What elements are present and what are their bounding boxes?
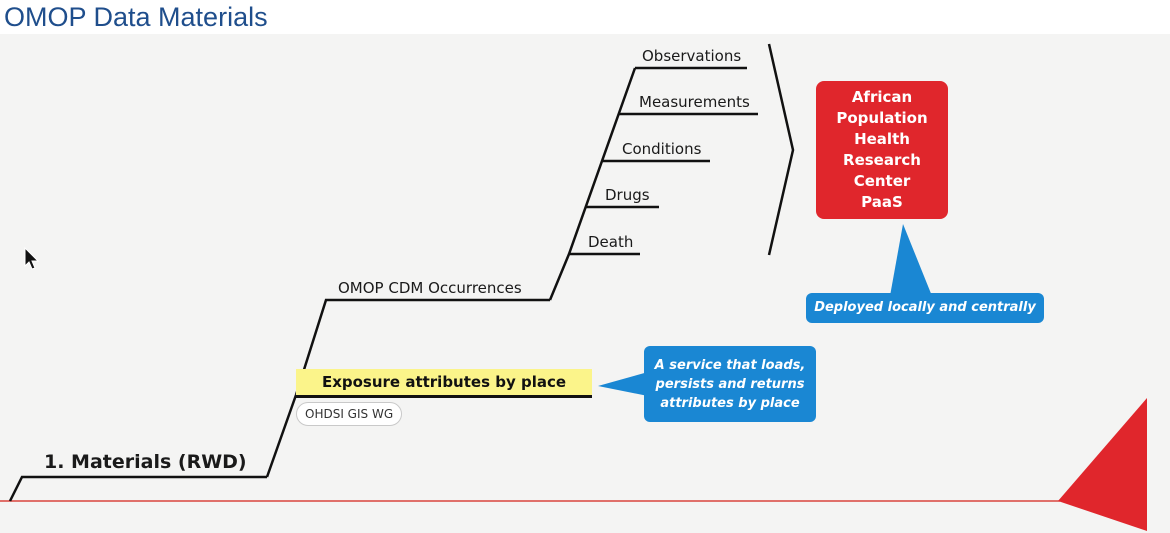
- drugs-label: Drugs: [605, 186, 650, 204]
- exposure-node: Exposure attributes by place: [296, 369, 592, 398]
- summary-line: Center: [853, 172, 911, 190]
- service-callout-line: attributes by place: [660, 395, 800, 411]
- deploy-callout: Deployed locally and centrally: [806, 293, 1044, 323]
- occurrences-label: OMOP CDM Occurrences: [338, 279, 522, 297]
- service-callout-tail: [598, 372, 648, 396]
- root-label: 1. Materials (RWD): [44, 451, 247, 473]
- measurements-label: Measurements: [639, 93, 750, 111]
- observations-label: Observations: [642, 47, 742, 65]
- root-connector: [8, 475, 267, 502]
- occurrences-trunk: [548, 67, 637, 301]
- summary-line: Research: [843, 151, 921, 169]
- summary-line: Health: [854, 130, 910, 148]
- occurrences-connector: [294, 298, 550, 396]
- ohdsi-gis-tag: OHDSI GIS WG: [296, 402, 403, 426]
- summary-box: African Population Health Research Cente…: [816, 81, 948, 219]
- red-triangle-marker: [1058, 398, 1147, 531]
- conditions-label: Conditions: [622, 140, 702, 158]
- deploy-callout-tail: [890, 224, 932, 296]
- group-bracket: [767, 43, 795, 256]
- summary-line: PaaS: [861, 193, 903, 211]
- exposure-connector: [265, 394, 298, 478]
- service-callout-line: persists and returns: [655, 376, 805, 392]
- summary-line: African: [851, 88, 913, 106]
- death-label: Death: [588, 233, 634, 251]
- service-callout-line: A service that loads,: [654, 357, 806, 373]
- page-title: OMOP Data Materials: [4, 2, 268, 32]
- diagram-canvas: [0, 34, 1170, 533]
- mouse-pointer-icon: [24, 247, 40, 270]
- summary-line: Population: [836, 109, 928, 127]
- service-callout: A service that loads, persists and retur…: [644, 346, 816, 422]
